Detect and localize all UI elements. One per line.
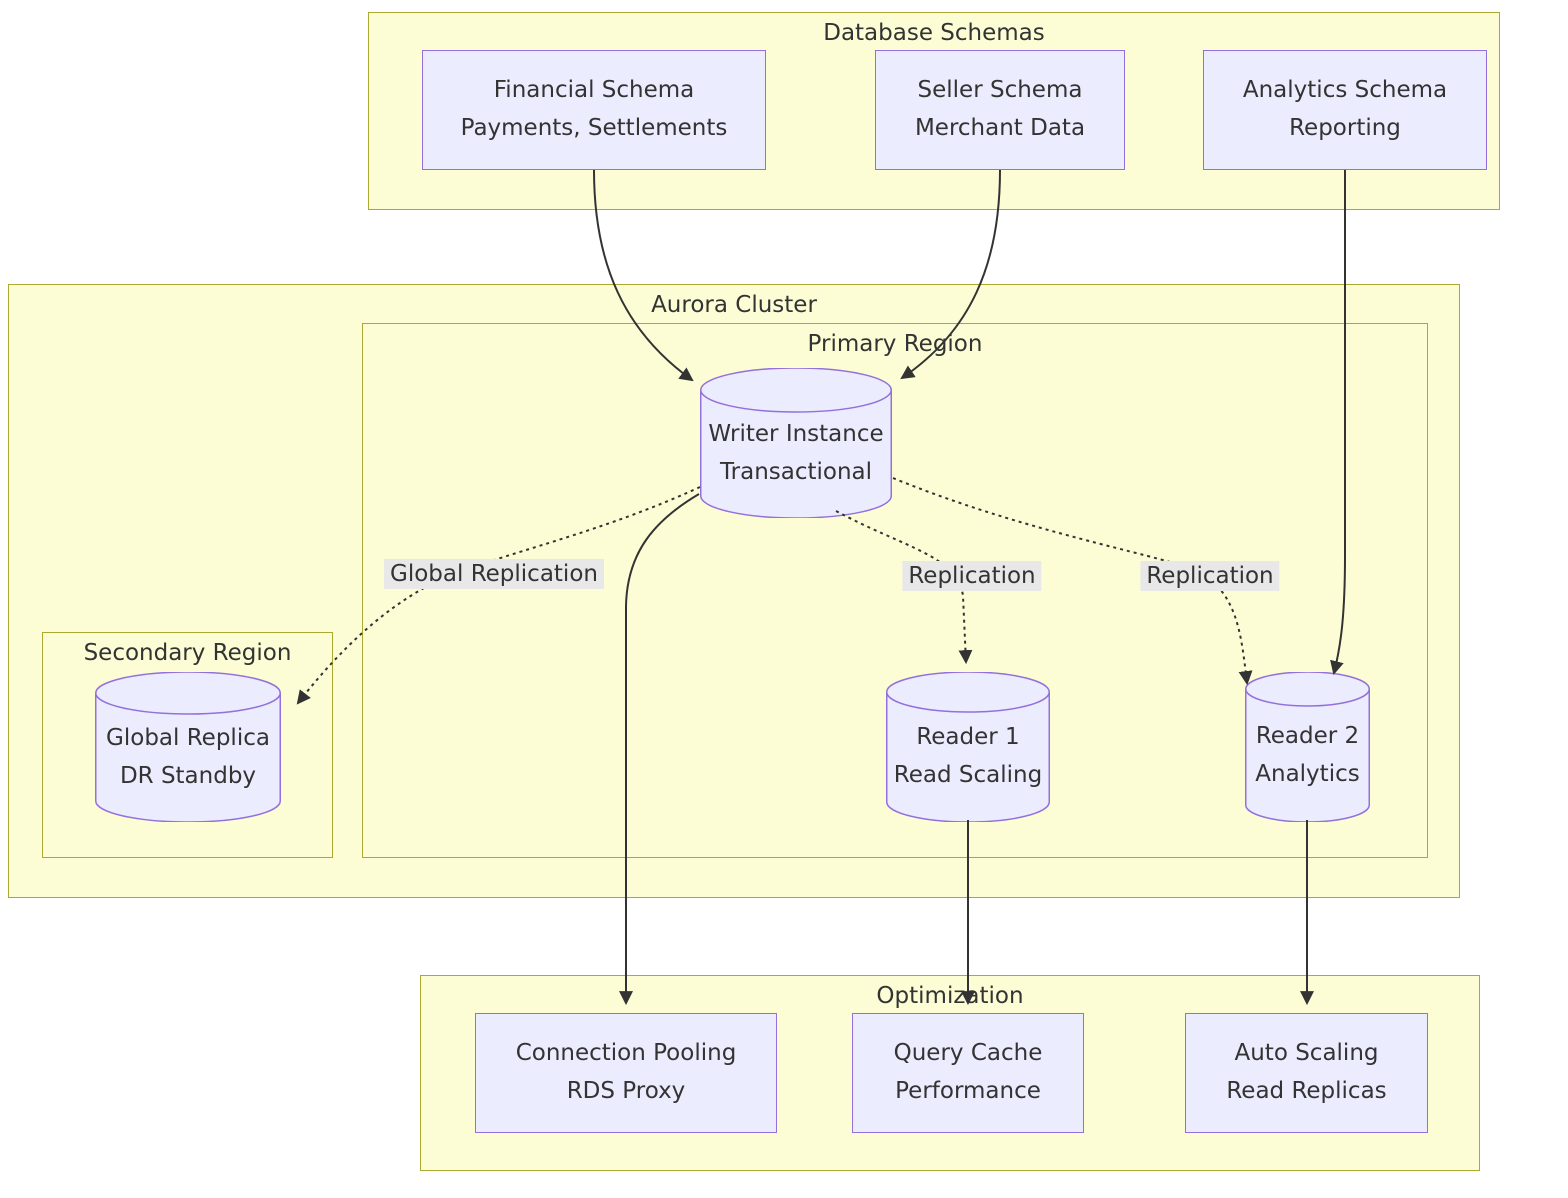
cluster-aurora-cluster-label: Aurora Cluster xyxy=(651,292,817,318)
node-reader-1-title: Reader 1 xyxy=(916,724,1020,751)
node-reader-2: Reader 2 Analytics xyxy=(1245,672,1370,822)
node-auto-scaling: Auto Scaling Read Replicas xyxy=(1185,1013,1428,1133)
node-global-replica-title: Global Replica xyxy=(106,724,270,751)
node-auto-scaling-title: Auto Scaling xyxy=(1234,1040,1379,1067)
node-reader-2-subtitle: Analytics xyxy=(1255,760,1360,787)
edge-label-global-replication: Global Replication xyxy=(384,559,604,589)
node-writer-instance: Writer Instance Transactional xyxy=(700,368,892,518)
cluster-secondary-region-label: Secondary Region xyxy=(83,640,292,666)
node-writer-instance-subtitle: Transactional xyxy=(719,459,873,485)
node-analytics-schema-title: Analytics Schema xyxy=(1242,77,1448,104)
edge-label-replication-reader2: Replication xyxy=(1140,561,1280,591)
node-reader-1-subtitle: Read Scaling xyxy=(893,762,1043,788)
node-query-cache: Query Cache Performance xyxy=(852,1013,1084,1133)
node-query-cache-subtitle: Performance xyxy=(895,1078,1041,1104)
node-query-cache-title: Query Cache xyxy=(893,1040,1043,1067)
node-seller-schema: Seller Schema Merchant Data xyxy=(875,50,1125,170)
node-analytics-schema: Analytics Schema Reporting xyxy=(1203,50,1487,170)
node-financial-schema: Financial Schema Payments, Settlements xyxy=(422,50,766,170)
node-global-replica: Global Replica DR Standby xyxy=(95,672,281,822)
cluster-primary-region-label: Primary Region xyxy=(807,331,983,357)
node-financial-schema-subtitle: Payments, Settlements xyxy=(460,115,728,141)
database-cylinder-icon xyxy=(95,672,281,822)
node-seller-schema-subtitle: Merchant Data xyxy=(914,115,1086,141)
database-cylinder-icon xyxy=(1245,672,1370,822)
node-analytics-schema-subtitle: Reporting xyxy=(1289,115,1401,141)
node-financial-schema-title: Financial Schema xyxy=(493,77,695,104)
node-reader-2-title: Reader 2 xyxy=(1255,722,1360,749)
node-connection-pooling-subtitle: RDS Proxy xyxy=(566,1078,686,1104)
database-cylinder-icon xyxy=(700,368,892,518)
node-reader-1: Reader 1 Read Scaling xyxy=(886,672,1050,822)
node-seller-schema-title: Seller Schema xyxy=(917,77,1083,104)
node-auto-scaling-subtitle: Read Replicas xyxy=(1226,1078,1387,1104)
cluster-database-schemas-label: Database Schemas xyxy=(823,20,1045,46)
node-connection-pooling-title: Connection Pooling xyxy=(515,1040,737,1067)
node-writer-instance-title: Writer Instance xyxy=(708,421,884,448)
cluster-optimization-label: Optimization xyxy=(876,983,1024,1009)
node-global-replica-subtitle: DR Standby xyxy=(119,762,257,789)
node-connection-pooling: Connection Pooling RDS Proxy xyxy=(475,1013,777,1133)
edge-label-replication-reader1: Replication xyxy=(902,561,1042,591)
